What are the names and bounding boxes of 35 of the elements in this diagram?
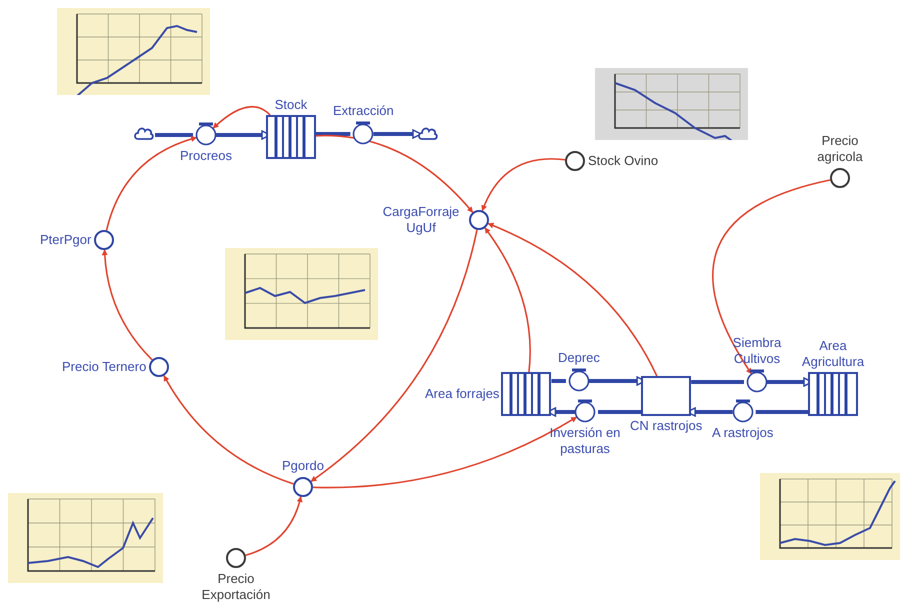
variable-label: CargaForraje UgUf (382, 204, 460, 236)
connector-arrow (245, 496, 302, 556)
variable-label: Pgordo (282, 458, 324, 474)
variable-label: Extracción (333, 103, 394, 119)
flow-pipe (373, 129, 422, 139)
connector-arrow (212, 106, 271, 129)
variable-label: Stock (274, 97, 308, 113)
variable-label: CN rastrojos (630, 418, 702, 434)
flow-pipe (598, 410, 642, 414)
flow-pipe (756, 410, 808, 414)
connector-arrow (163, 375, 294, 485)
variable-label: A rastrojos (712, 425, 774, 441)
connector-arrow (488, 222, 658, 376)
connector-arrow (316, 134, 474, 213)
variable-label: Area Agricultura (800, 338, 866, 370)
variable-label: Deprec (558, 350, 600, 366)
connector-arrow (312, 416, 578, 488)
variable-label: Inversión en pasturas (548, 425, 622, 457)
connector-arrow (310, 230, 478, 482)
flow-pipe (155, 133, 194, 137)
variable-label: PterPgor (40, 232, 92, 248)
connector-arrow (102, 249, 153, 360)
variable-label: Precio agricola (816, 133, 864, 165)
connector-arrow (106, 136, 198, 230)
variable-label: Precio Ternero (62, 359, 146, 375)
variable-label: Stock Ovino (588, 153, 658, 169)
variable-label: Precio Exportación (200, 571, 272, 603)
connector-arrow (712, 179, 830, 374)
variable-label: Area forrajes (425, 386, 500, 402)
flow-pipe (551, 379, 566, 383)
variable-label: Procreos (180, 148, 232, 164)
connector-arrow (482, 158, 566, 212)
connector-arrow (484, 227, 531, 372)
flow-pipe (316, 132, 350, 136)
flow-pipe (691, 380, 744, 384)
